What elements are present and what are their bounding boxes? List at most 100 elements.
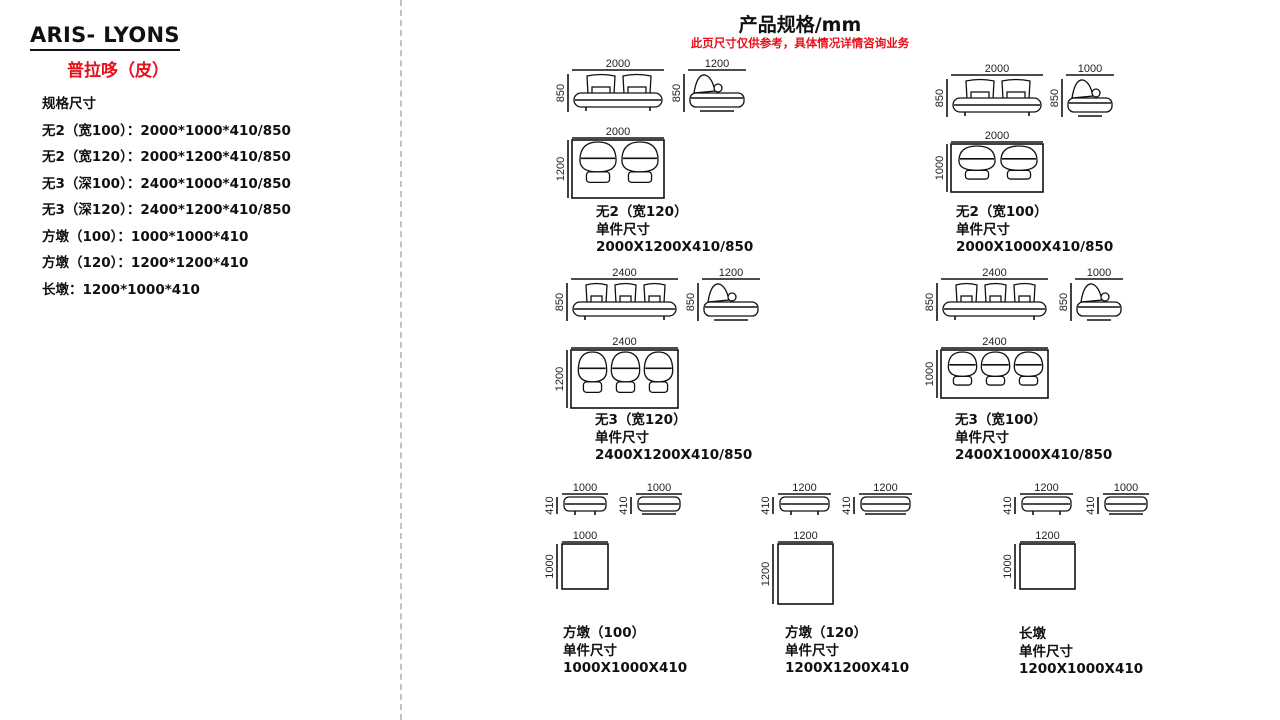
product-name: 方墩（100） (563, 625, 646, 641)
sofa-top-view: 2000 1200 (555, 126, 665, 199)
dimension-label: 850 (685, 293, 697, 311)
dimension-label: 850 (1049, 89, 1061, 107)
dimension-label: 410 (841, 496, 853, 514)
seat-cushion (627, 171, 653, 183)
sofa-side-view: 1000 850 (1058, 267, 1123, 321)
dimension-label: 1000 (1078, 63, 1102, 75)
product-name: 长墩 (1019, 626, 1046, 642)
dimension-label: 1000 (1087, 267, 1111, 279)
spec-item: 无2（宽100）：2000*1000*410/850 (42, 122, 291, 139)
ottoman-caption: 长墩 单件尺寸 1200X1000X410 (1019, 626, 1143, 679)
seat-cushion (585, 171, 611, 183)
dimension-label: 1000 (934, 156, 946, 180)
dimension-label: 1000 (1114, 482, 1138, 494)
sofa-side-view: 1200 850 (685, 267, 760, 321)
spec-item: 方墩（120）：1200*1200*410 (42, 255, 249, 271)
dimension-label: 850 (554, 293, 566, 311)
side-pillow (1091, 88, 1101, 98)
disclaimer-note: 此页尺寸仅供参考，具体情况详情咨询业务 (690, 36, 910, 50)
dimension-label: 1200 (873, 482, 897, 494)
side-backrest (707, 283, 730, 303)
product-subtitle: 普拉哆（皮） (67, 61, 169, 81)
seat-cushion (952, 375, 973, 386)
dimension-label: 850 (671, 84, 683, 102)
product-size-label: 单件尺寸 (595, 429, 649, 446)
product-caption: 无3（宽100） 单件尺寸 2400X1000X410/850 (955, 412, 1112, 465)
spec-item: 长墩：1200*1000*410 (42, 281, 200, 298)
seat-top (577, 351, 608, 383)
seat-cushion (964, 169, 990, 180)
side-backrest (693, 74, 716, 94)
dimension-label: 2000 (606, 126, 630, 138)
dimension-label: 1200 (792, 482, 816, 494)
product-size-label: 单件尺寸 (596, 221, 650, 238)
product-name: 无3（宽120） (595, 412, 687, 428)
dimension-label: 2400 (982, 267, 1006, 279)
seat-top (643, 351, 674, 383)
dimension-label: 1200 (1034, 482, 1058, 494)
product-caption: 无2（宽120） 单件尺寸 2000X1200X410/850 (596, 204, 753, 257)
dimension-label: 410 (1002, 496, 1014, 514)
dimension-label: 2000 (985, 130, 1009, 142)
side-pillow (1100, 292, 1110, 302)
ottoman-side-view: 1000 410 (1085, 482, 1149, 515)
side-backrest (1080, 283, 1103, 303)
dimension-label: 850 (1058, 293, 1070, 311)
side-base (1076, 301, 1122, 317)
dimension-label: 410 (618, 496, 630, 514)
spec-list-heading: 规格尺寸 (42, 96, 96, 112)
side-base (689, 92, 745, 108)
ottoman-front-view: 1200 410 (1002, 482, 1073, 515)
product-caption: 无2（宽100） 单件尺寸 2000X1000X410/850 (956, 204, 1113, 257)
product-name: 无2（宽120） (596, 204, 688, 220)
product-name: 方墩（120） (785, 625, 868, 641)
ottoman-top-outline (1019, 543, 1076, 590)
product-size-label: 单件尺寸 (956, 221, 1010, 238)
spec-item: 方墩（100）：1000*1000*410 (42, 228, 249, 245)
spec-item: 无2（宽120）：2000*1200*410/850 (42, 149, 291, 165)
side-pillow (727, 292, 737, 302)
dimension-label: 2400 (612, 336, 636, 348)
side-base (703, 301, 759, 317)
ottoman-top-outline (777, 543, 834, 605)
side-pillow (713, 83, 723, 93)
product-size-label: 单件尺寸 (955, 429, 1009, 446)
dimension-label: 1200 (719, 267, 743, 279)
ottoman-caption: 方墩（120） 单件尺寸 1200X1200X410 (785, 625, 909, 678)
product-size-label: 单件尺寸 (785, 642, 839, 659)
top-outline (950, 143, 1044, 193)
product-size-label: 单件尺寸 (1019, 643, 1073, 660)
product-size-label: 单件尺寸 (563, 642, 617, 659)
dimension-label: 1200 (793, 530, 817, 542)
ottoman-caption: 方墩（100） 单件尺寸 1000X1000X410 (563, 625, 687, 678)
dimension-label: 2000 (606, 58, 630, 70)
ottoman-top-outline (561, 543, 609, 590)
sofa-front-view: 2000 850 (555, 58, 664, 112)
top-outline (571, 139, 665, 199)
dimension-label: 850 (555, 84, 567, 102)
product-name: 无3（宽100） (955, 412, 1047, 428)
product-size: 1200X1200X410 (785, 660, 910, 676)
spec-item: 无3（深100）：2400*1000*410/850 (42, 175, 291, 192)
brand-title: ARIS- LYONS (30, 22, 180, 51)
dimension-label: 1000 (924, 362, 936, 386)
dimension-label: 410 (1085, 496, 1097, 514)
seat-top (621, 141, 659, 173)
product-size: 1000X1000X410 (563, 660, 688, 676)
seat-top (610, 351, 641, 383)
dimension-label: 1200 (555, 157, 567, 181)
spec-item: 无3（深120）：2400*1200*410/850 (42, 202, 291, 218)
seat-cushion (1006, 169, 1032, 180)
product-size: 2400X1200X410/850 (595, 447, 753, 463)
product-size: 1200X1000X410 (1019, 661, 1144, 677)
dimension-label: 850 (934, 89, 946, 107)
spec-list: 规格尺寸 无2（宽100）：2000*1000*410/850 无2（宽120）… (42, 94, 291, 306)
